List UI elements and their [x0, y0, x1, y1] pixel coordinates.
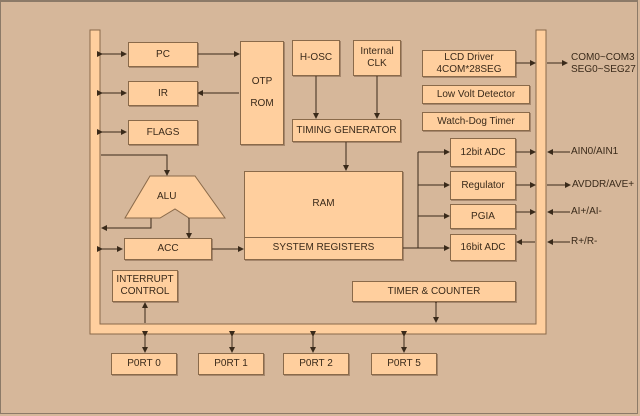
- regulator-label: Regulator: [461, 179, 505, 191]
- h-osc-block: H-OSC: [292, 40, 340, 76]
- wire-bus-alu: [101, 154, 170, 176]
- ram-label: RAM: [312, 198, 335, 210]
- acc-label: ACC: [157, 243, 179, 254]
- system-registers-area: SYSTEM REGISTERS: [245, 236, 402, 260]
- avddr-signal-label: AVDDR/AVE+: [572, 179, 635, 190]
- otp-rom-block: OTP ROM: [240, 41, 284, 145]
- timer-counter-block: TIMER & COUNTER: [352, 281, 516, 302]
- h-osc-label: H-OSC: [299, 52, 333, 63]
- lcd-driver-label-2: 4COM*28SEG: [436, 63, 502, 75]
- watchdog-timer-block: Watch-Dog Timer: [422, 112, 530, 131]
- alu-label: ALU: [157, 191, 177, 202]
- system-registers-label: SYSTEM REGISTERS: [272, 242, 375, 254]
- port1-label: P0RT 1: [214, 358, 248, 369]
- adc12-label: 12bit ADC: [460, 146, 506, 158]
- interrupt-control-block: INTERRUPT CONTROL: [112, 270, 178, 302]
- adc16-label: 16bit ADC: [460, 241, 506, 253]
- internal-clk-block: Internal CLK: [353, 40, 401, 76]
- lcd-driver-label-1: LCD Driver: [444, 51, 494, 63]
- otp-rom-label-2: ROM: [250, 98, 274, 109]
- low-volt-detector-block: Low Volt Detector: [422, 85, 530, 104]
- r-signal-label: R+/R-: [571, 236, 598, 247]
- interrupt-label-2: CONTROL: [120, 286, 170, 297]
- flags-block: FLAGS: [128, 120, 198, 145]
- adc12-block: 12bit ADC: [450, 138, 516, 167]
- flags-label: FLAGS: [146, 126, 180, 138]
- port1-block: P0RT 1: [198, 353, 264, 375]
- port0-label: P0RT 0: [127, 358, 161, 369]
- internal-clk-label-1: Internal: [360, 46, 394, 57]
- pc-label: PC: [156, 48, 170, 60]
- timer-counter-label: TIMER & COUNTER: [387, 285, 481, 297]
- pc-block: PC: [128, 42, 198, 67]
- adc16-block: 16bit ADC: [450, 234, 516, 261]
- alu-shape: [124, 175, 226, 219]
- port5-block: P0RT 5: [371, 353, 437, 375]
- regulator-block: Regulator: [450, 171, 516, 200]
- otp-rom-label-1: OTP: [251, 76, 273, 87]
- port0-block: P0RT 0: [111, 353, 177, 375]
- low-volt-detector-label: Low Volt Detector: [436, 88, 516, 100]
- ram-area: RAM: [245, 172, 402, 237]
- ai-signal-label: AI+/AI-: [571, 206, 602, 217]
- watchdog-timer-label: Watch-Dog Timer: [437, 115, 515, 127]
- internal-clk-label-2: CLK: [367, 58, 387, 69]
- port2-label: P0RT 2: [299, 358, 333, 369]
- wire-sysreg-trunk: [403, 152, 419, 249]
- timing-generator-label: TIMING GENERATOR: [296, 124, 397, 136]
- internal-bus: [89, 29, 547, 335]
- lcd-driver-block: LCD Driver 4COM*28SEG: [422, 50, 516, 77]
- ain-signal-label: AIN0/AIN1: [571, 146, 619, 157]
- ir-block: IR: [128, 81, 198, 106]
- pgia-block: PGIA: [450, 204, 516, 229]
- ram-block: RAM SYSTEM REGISTERS: [244, 171, 403, 260]
- port5-label: P0RT 5: [387, 358, 421, 369]
- port2-block: P0RT 2: [283, 353, 349, 375]
- com-signal-label-2: SEG0~SEG27: [571, 64, 636, 75]
- wire-alu-bus: [101, 214, 154, 231]
- timing-generator-block: TIMING GENERATOR: [292, 119, 401, 142]
- ir-label: IR: [158, 87, 168, 99]
- acc-block: ACC: [124, 238, 212, 260]
- pgia-label: PGIA: [471, 210, 495, 222]
- com-signal-label-1: COM0~COM3: [571, 52, 635, 63]
- interrupt-label-1: INTERRUPT: [116, 274, 174, 285]
